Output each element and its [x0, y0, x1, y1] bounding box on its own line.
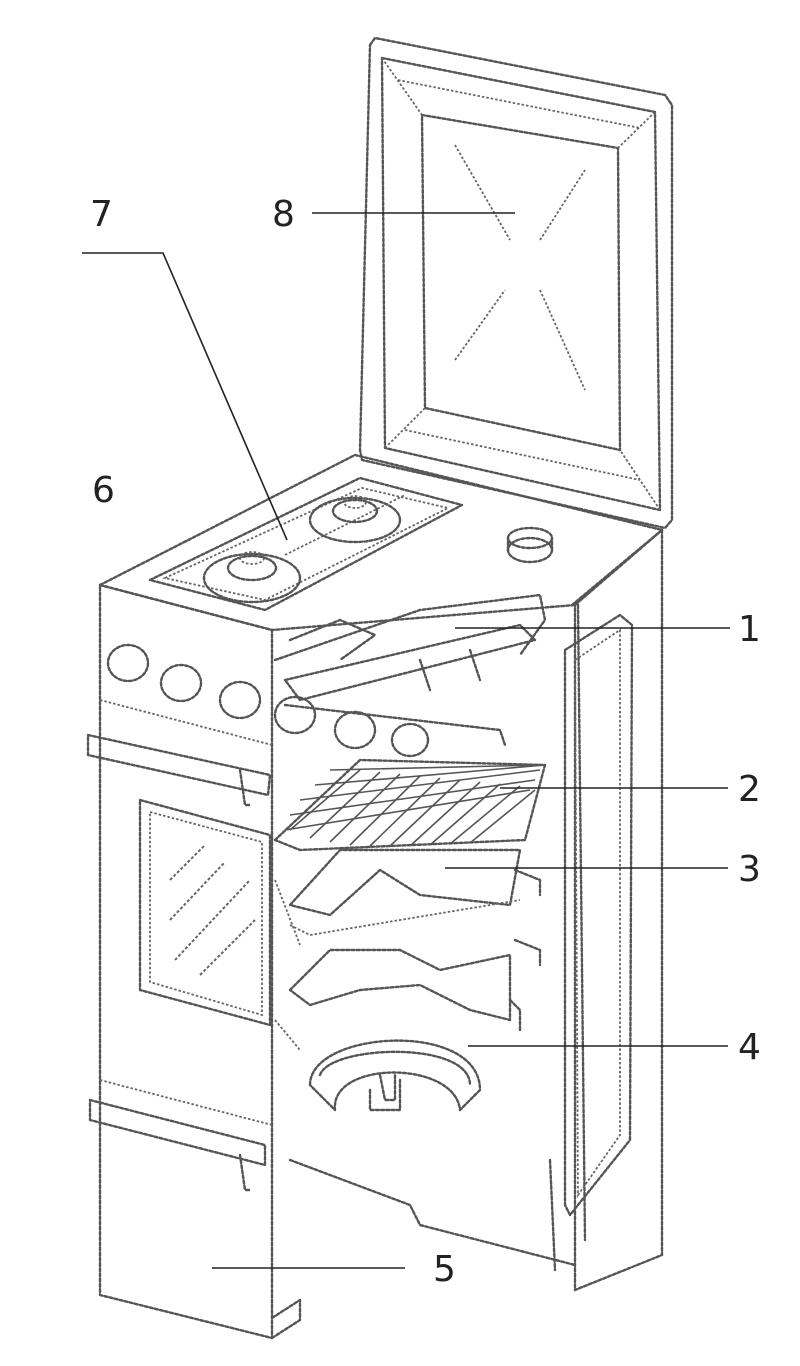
wire-rack	[273, 758, 547, 852]
oven-door-handle	[86, 733, 272, 807]
grill-element	[283, 623, 537, 747]
callout-1: 1	[738, 609, 761, 650]
callout-2: 2	[738, 769, 761, 810]
lid-glass-cross	[454, 144, 586, 391]
drawer-handle	[88, 1098, 267, 1192]
burner-front	[202, 551, 302, 604]
control-panel	[99, 643, 430, 758]
oven-burner	[308, 1039, 482, 1112]
baking-tray-upper	[288, 848, 522, 936]
callout-labels: 1 2 3 4 5 6 7 8	[90, 194, 761, 1290]
callout-6: 6	[92, 470, 115, 511]
baking-tray-lower	[288, 948, 512, 1022]
lid	[358, 36, 674, 530]
burner-rear	[308, 495, 402, 544]
hob	[98, 453, 664, 632]
oven-window	[138, 798, 272, 1027]
leader-7	[82, 252, 288, 541]
callout-8: 8	[272, 194, 295, 235]
hob-knob	[506, 526, 554, 564]
callout-3: 3	[738, 849, 761, 890]
leader-lines	[82, 212, 730, 1269]
callout-7: 7	[90, 194, 113, 235]
callout-4: 4	[738, 1027, 761, 1068]
stove-body	[86, 583, 430, 1340]
oven-interior	[273, 528, 664, 1292]
callout-5: 5	[433, 1249, 456, 1290]
